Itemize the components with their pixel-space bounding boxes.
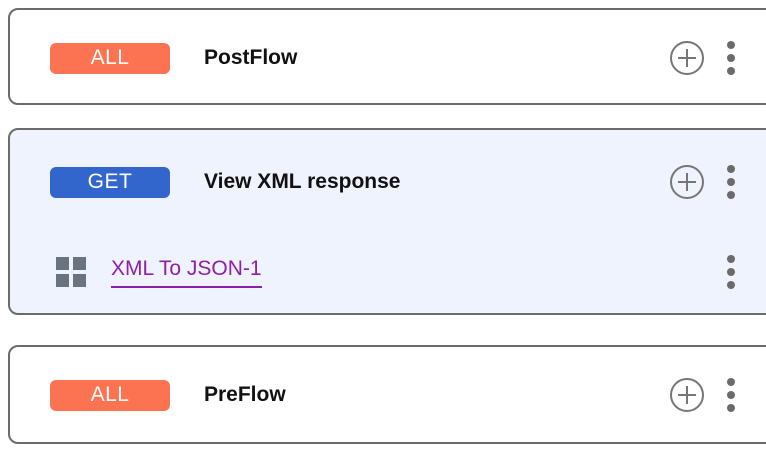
method-badge-get: GET <box>50 166 170 198</box>
flow-title: PostFlow <box>204 46 298 69</box>
flow-title: PreFlow <box>204 383 286 406</box>
flow-row-actions <box>670 365 740 425</box>
kebab-menu-icon[interactable] <box>722 165 740 199</box>
kebab-menu-icon[interactable] <box>722 378 740 412</box>
flow-row-actions <box>670 152 740 212</box>
policy-link-xml-to-json[interactable]: XML To JSON-1 <box>111 257 262 288</box>
plus-circle-icon[interactable] <box>670 165 704 199</box>
flow-row-actions <box>670 28 740 88</box>
flow-step-row[interactable]: XML To JSON-1 <box>10 242 766 302</box>
flow-row-view-xml-response[interactable]: GET View XML response <box>10 152 766 212</box>
kebab-menu-icon[interactable] <box>722 41 740 75</box>
flow-step-actions <box>722 242 740 302</box>
method-badge-all: ALL <box>50 42 170 74</box>
grid-policy-icon <box>56 257 86 287</box>
flow-row-preflow[interactable]: ALL PreFlow <box>10 365 766 425</box>
flow-title: View XML response <box>204 170 401 193</box>
flow-card-postflow[interactable]: ALL PostFlow <box>8 8 766 105</box>
flow-card-view-xml-response[interactable]: GET View XML response XML To JSON-1 <box>8 128 766 315</box>
plus-circle-icon[interactable] <box>670 378 704 412</box>
method-badge-all: ALL <box>50 379 170 411</box>
flow-row-postflow[interactable]: ALL PostFlow <box>10 28 766 88</box>
flow-card-preflow[interactable]: ALL PreFlow <box>8 345 766 444</box>
kebab-menu-icon[interactable] <box>722 255 740 289</box>
plus-circle-icon[interactable] <box>670 41 704 75</box>
